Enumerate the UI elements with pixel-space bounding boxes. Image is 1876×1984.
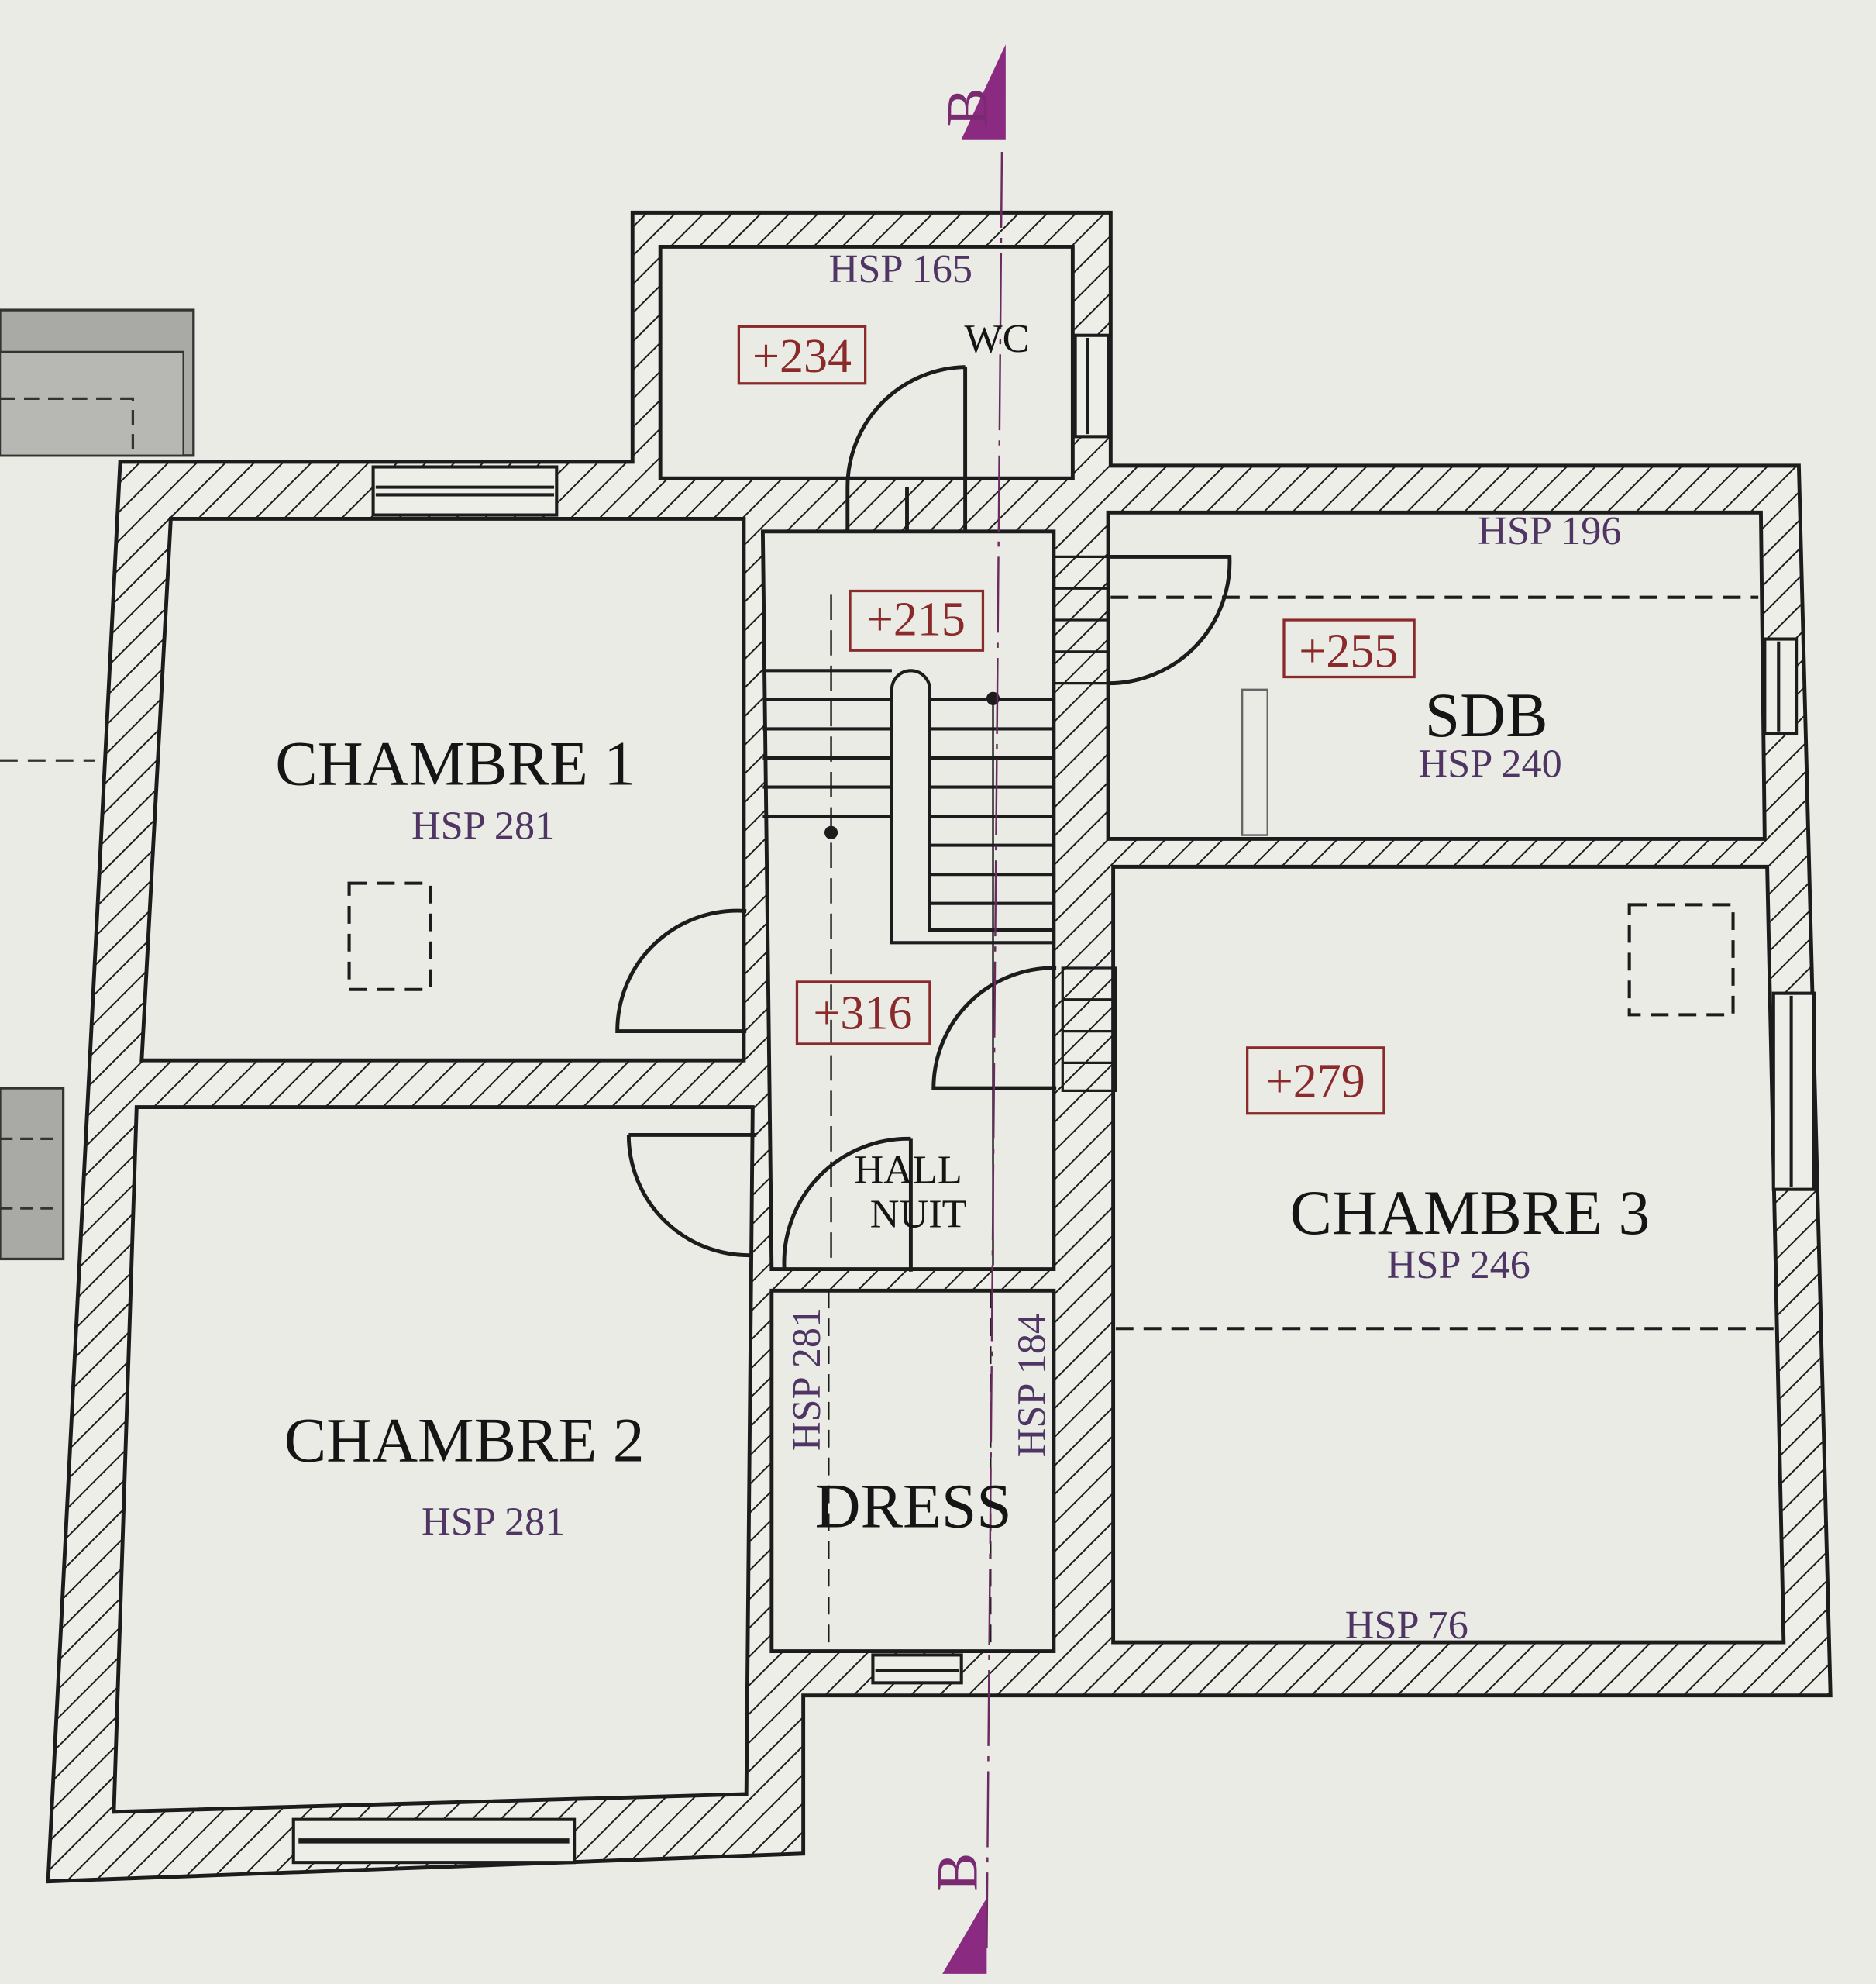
dress-name: DRESS bbox=[815, 1471, 1012, 1541]
elevation-boxes bbox=[737, 325, 1416, 1115]
door-sdb bbox=[1108, 554, 1232, 686]
windows bbox=[291, 333, 1816, 1865]
wc-name: WC bbox=[964, 316, 1029, 361]
section-label-top: B bbox=[935, 88, 1000, 126]
skylight-chambre3 bbox=[1627, 903, 1735, 1017]
chambre1-name: CHAMBRE 1 bbox=[275, 728, 635, 798]
section-arrow-top-icon bbox=[961, 44, 1006, 140]
sdb-name: SDB bbox=[1425, 680, 1548, 750]
sdb-elevation: +255 bbox=[1299, 625, 1398, 677]
chambre3-hsp-bottom: HSP 76 bbox=[1345, 1603, 1468, 1648]
door-chambre1 bbox=[615, 908, 747, 1034]
chambre2-name: CHAMBRE 2 bbox=[284, 1405, 645, 1476]
chambre1-hsp: HSP 281 bbox=[411, 803, 555, 848]
chambre3-name: CHAMBRE 3 bbox=[1290, 1177, 1651, 1248]
wc-hsp: HSP 165 bbox=[829, 246, 972, 291]
section-label-bottom: B bbox=[925, 1853, 990, 1892]
hall-elevation: +316 bbox=[813, 987, 912, 1039]
hall-name-line1: HALL bbox=[855, 1148, 962, 1193]
adjacent-building bbox=[0, 308, 195, 1261]
walls bbox=[46, 210, 1833, 1884]
door-dress bbox=[782, 1136, 913, 1272]
door-chambre2 bbox=[626, 1133, 757, 1258]
chambre2-hsp: HSP 281 bbox=[422, 1499, 565, 1544]
section-line-b: B B bbox=[925, 44, 1006, 1974]
stair-handrail bbox=[890, 669, 1054, 945]
sdb-hsp: HSP 240 bbox=[1418, 741, 1561, 786]
dress-hsp-right: HSP 184 bbox=[1009, 1314, 1054, 1457]
chambre3-elevation: +279 bbox=[1266, 1055, 1365, 1107]
hall-name-line2: NUIT bbox=[870, 1192, 967, 1237]
dress-hsp-left: HSP 281 bbox=[784, 1307, 829, 1451]
doors bbox=[615, 365, 1232, 1272]
door-chambre3 bbox=[931, 966, 1057, 1090]
stairs-elevation: +215 bbox=[866, 594, 966, 646]
wc-elevation: +234 bbox=[752, 330, 852, 383]
chambre3-hsp: HSP 246 bbox=[1387, 1242, 1530, 1287]
sdb-fixture bbox=[1241, 688, 1268, 836]
skylight-chambre1 bbox=[347, 881, 432, 991]
sdb-hsp-top: HSP 196 bbox=[1478, 508, 1621, 553]
door-wc bbox=[845, 365, 968, 532]
